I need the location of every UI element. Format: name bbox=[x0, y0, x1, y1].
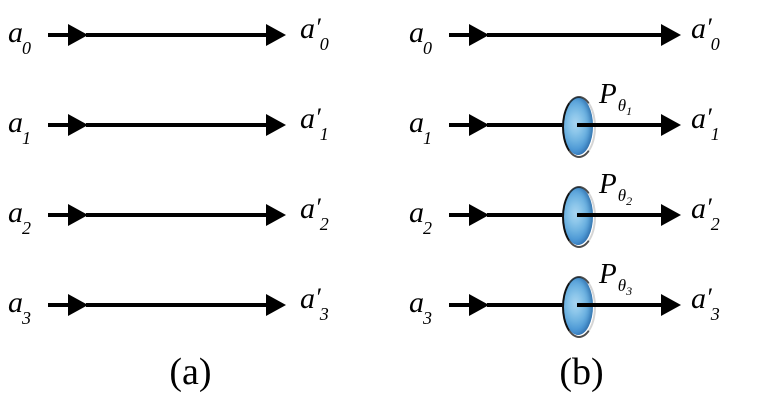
arrowhead-start bbox=[469, 114, 489, 136]
arrowhead-start bbox=[469, 24, 489, 46]
arrowhead-end bbox=[661, 204, 681, 226]
input-label: a2 bbox=[8, 196, 31, 238]
arrowhead-start bbox=[68, 24, 88, 46]
arrowhead-end bbox=[266, 114, 286, 136]
signal-path-row: a3 a′3 bbox=[0, 270, 381, 360]
arrow-shaft-after-element bbox=[577, 213, 665, 217]
arrow-shaft-main bbox=[86, 303, 270, 307]
arrow-shaft-start bbox=[48, 33, 70, 37]
arrow-shaft-main bbox=[86, 33, 270, 37]
output-label: a′1 bbox=[691, 102, 720, 144]
polarizer-rim-icon bbox=[562, 276, 596, 338]
arrow-shaft-start bbox=[449, 303, 471, 307]
input-label: a3 bbox=[409, 286, 432, 328]
arrowhead-start bbox=[68, 114, 88, 136]
signal-path-row: a2 a′2 bbox=[0, 180, 381, 270]
input-label: a0 bbox=[8, 16, 31, 58]
signal-path-row: a1 Pθ1 a′1 bbox=[381, 80, 762, 180]
output-label: a′3 bbox=[691, 282, 720, 324]
arrow-shaft-start bbox=[48, 123, 70, 127]
input-label: a3 bbox=[8, 286, 31, 328]
element-label: Pθ2 bbox=[599, 168, 633, 208]
input-label: a1 bbox=[8, 106, 31, 148]
arrow-shaft-start bbox=[449, 123, 471, 127]
arrowhead-end bbox=[661, 114, 681, 136]
output-label: a′0 bbox=[691, 12, 720, 54]
signal-path-row: a0 a′0 bbox=[381, 0, 762, 90]
arrowhead-start bbox=[469, 204, 489, 226]
arrowhead-end bbox=[266, 204, 286, 226]
element-label: Pθ3 bbox=[599, 258, 633, 298]
arrowhead-start bbox=[68, 204, 88, 226]
polarizer-rim-icon bbox=[562, 96, 596, 158]
arrow-shaft-start bbox=[48, 213, 70, 217]
arrowhead-start bbox=[68, 294, 88, 316]
arrowhead-end bbox=[661, 294, 681, 316]
arrow-shaft-main bbox=[86, 213, 270, 217]
panel-b: a0 a′0 a1 Pθ1 a′1 a2 bbox=[381, 0, 762, 420]
arrowhead-end bbox=[266, 24, 286, 46]
arrow-shaft-start bbox=[48, 303, 70, 307]
arrowhead-start bbox=[469, 294, 489, 316]
signal-path-row: a2 Pθ2 a′2 bbox=[381, 170, 762, 270]
output-label: a′0 bbox=[300, 12, 329, 54]
arrowhead-end bbox=[661, 24, 681, 46]
signal-path-row: a3 Pθ3 a′3 bbox=[381, 260, 762, 360]
output-label: a′1 bbox=[300, 102, 329, 144]
arrow-shaft-before-element bbox=[487, 123, 577, 127]
signal-path-row: a0 a′0 bbox=[0, 0, 381, 90]
arrow-shaft-before-element bbox=[487, 303, 577, 307]
arrow-shaft-after-element bbox=[577, 303, 665, 307]
panel-caption: (b) bbox=[559, 351, 604, 393]
panel-caption: (a) bbox=[169, 351, 212, 393]
output-label: a′2 bbox=[691, 192, 720, 234]
output-label: a′2 bbox=[300, 192, 329, 234]
polarizer-rim-icon bbox=[562, 186, 596, 248]
input-label: a2 bbox=[409, 196, 432, 238]
arrow-shaft-start bbox=[449, 33, 471, 37]
input-label: a0 bbox=[409, 16, 432, 58]
element-label: Pθ1 bbox=[599, 78, 633, 118]
arrow-shaft-after-element bbox=[577, 123, 665, 127]
arrow-shaft-start bbox=[449, 213, 471, 217]
signal-path-row: a1 a′1 bbox=[0, 90, 381, 180]
arrowhead-end bbox=[266, 294, 286, 316]
output-label: a′3 bbox=[300, 282, 329, 324]
arrow-shaft-before-element bbox=[487, 213, 577, 217]
arrow-shaft-main bbox=[86, 123, 270, 127]
input-label: a1 bbox=[409, 106, 432, 148]
panel-a: a0 a′0 a1 a′1 a2 a′2 a3 bbox=[0, 0, 381, 394]
arrow-shaft-main bbox=[487, 33, 665, 37]
